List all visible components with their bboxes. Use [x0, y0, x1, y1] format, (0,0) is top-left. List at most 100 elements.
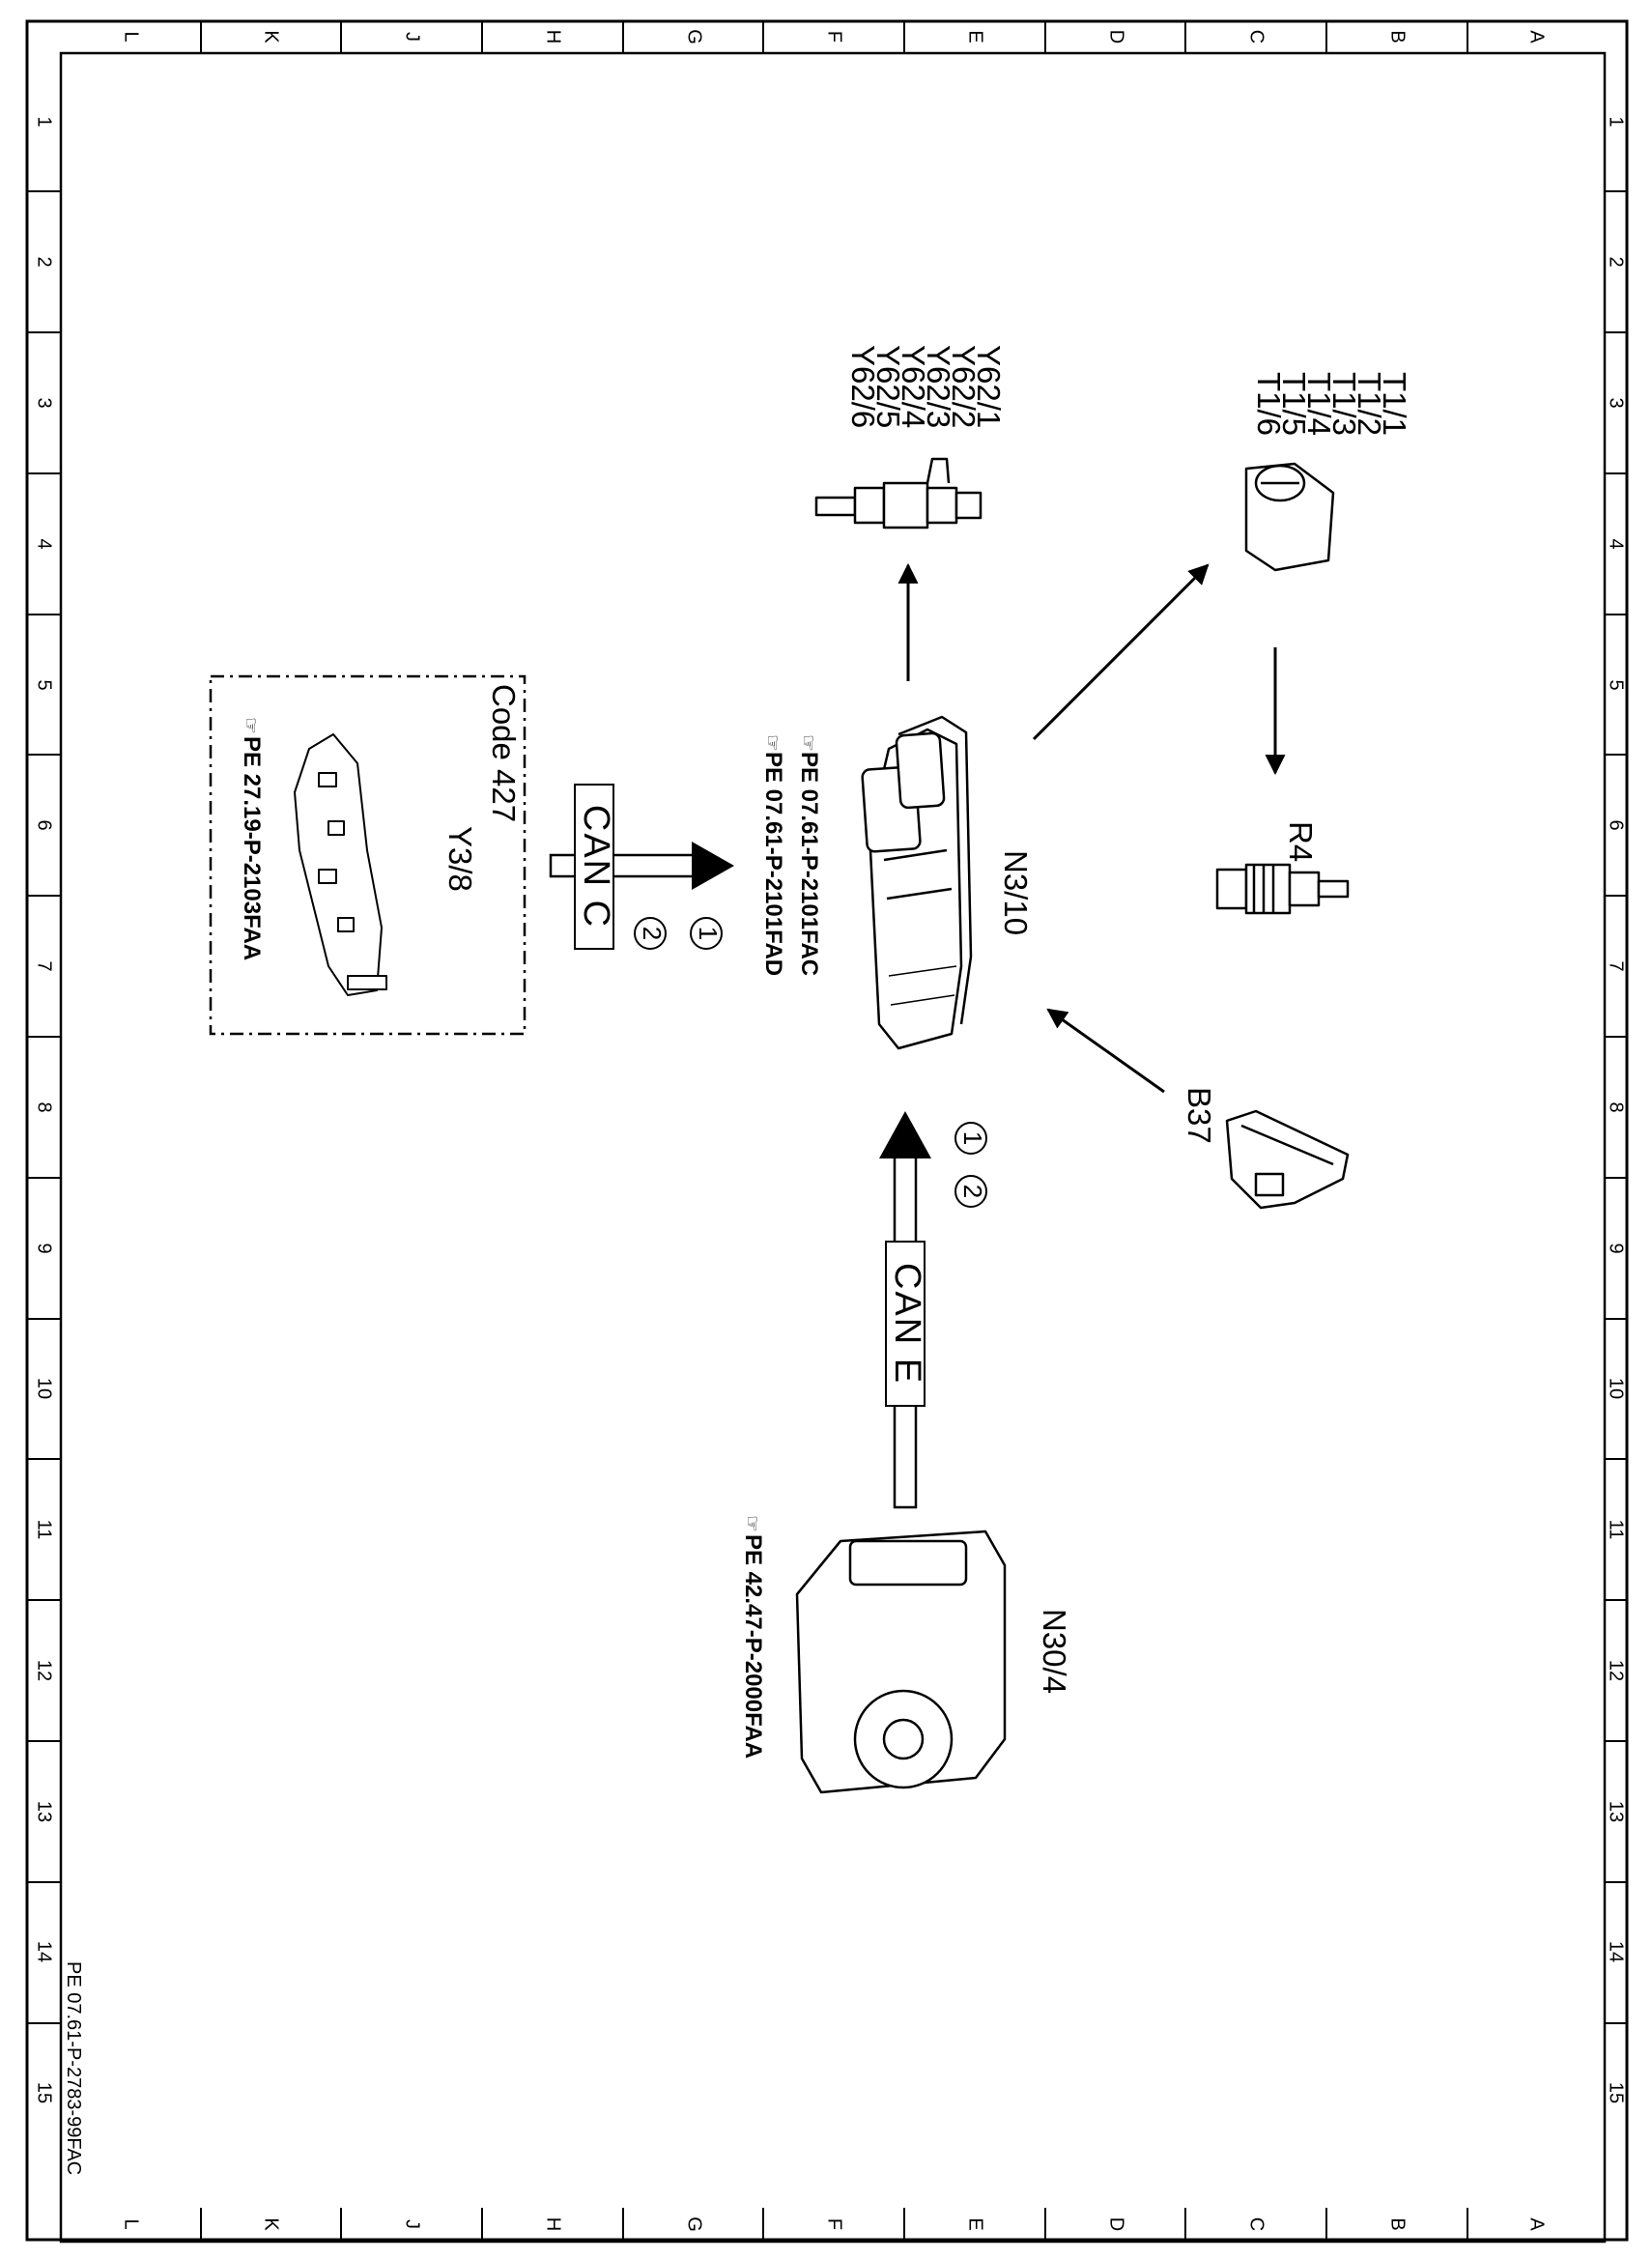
can-c-marker-2: 2: [638, 927, 667, 940]
grid-col-label: J: [402, 2219, 423, 2229]
y62-label-5: Y62/5: [870, 345, 906, 428]
t1-label-2: T1/2: [1352, 372, 1387, 436]
document-number: PE 07.61-P-2783-99FAC: [63, 1961, 84, 2175]
grid-row-label: 2: [1606, 256, 1627, 267]
ref-hand-icon: ☞: [240, 717, 261, 734]
row-labels-left: 1 2 3 4 5 6 7 8 9 10 11 12 13 14 15: [34, 116, 55, 2103]
grid-row-label: 5: [1606, 679, 1627, 690]
y62-label-3: Y62/3: [921, 345, 956, 428]
valve-body-icon: [294, 733, 387, 996]
y62-label-6: Y62/6: [845, 345, 881, 428]
r4-spark-plug: R4: [1215, 821, 1350, 915]
grid-row-label: 7: [34, 960, 55, 971]
grid-row-label: 8: [1606, 1101, 1627, 1112]
column-labels-bottom: L K J H G F E D C B A: [121, 2216, 1548, 2232]
can-e-marker-1: 1: [958, 1131, 987, 1145]
arrow-b37-to-n3-10: [1046, 1008, 1165, 1094]
grid-row-label: 14: [1606, 1941, 1627, 1962]
signal-arrows: [897, 562, 1286, 1094]
arrow-n3-10-to-t1: [1032, 563, 1210, 741]
grid-row-label: 6: [34, 819, 55, 830]
esp-unit-icon: [795, 1530, 1007, 1794]
can-c-label: CAN C: [576, 805, 616, 929]
grid-col-label: A: [1526, 30, 1548, 43]
grid-row-label: 7: [1606, 960, 1627, 971]
grid-col-label: B: [1387, 30, 1409, 43]
t1-label-3: T1/3: [1326, 372, 1362, 436]
grid-row-label: 12: [1606, 1660, 1627, 1681]
y62-fuel-injectors: Y62/1 Y62/2 Y62/3 Y62/4 Y62/5 Y62/6: [814, 345, 1007, 529]
grid-row-label: 14: [34, 1941, 55, 1962]
grid-row-label: 15: [1606, 2082, 1627, 2103]
can-e-bus: CAN E 1 2: [879, 1111, 987, 1509]
grid-col-label: H: [543, 30, 564, 43]
n30-4-label: N30/4: [1037, 1609, 1072, 1694]
column-ticks: [200, 21, 1468, 2240]
grid-row-label: 10: [34, 1378, 55, 1399]
n30-4-ref: PE 42.47-P-2000FAA: [740, 1534, 766, 1759]
grid-col-label: K: [261, 2217, 282, 2231]
grid-row-label: 4: [34, 538, 55, 549]
grid-col-label: G: [684, 29, 705, 44]
ref-hand-icon: ☞: [761, 734, 783, 752]
grid-row-label: 11: [34, 1520, 55, 1540]
n3-10-label: N3/10: [998, 850, 1034, 935]
grid-row-label: 8: [34, 1101, 55, 1112]
can-e-label: CAN E: [887, 1263, 927, 1385]
can-e-marker-2: 2: [958, 1185, 987, 1198]
ref-hand-icon: ☞: [741, 1515, 762, 1532]
grid-col-label: L: [121, 2218, 142, 2229]
n3-10-control-unit: N3/10 PE 07.61-P-2101FAC PE 07.61-P-2101…: [760, 715, 1034, 1050]
grid-row-label: 12: [34, 1660, 55, 1681]
grid-col-label: G: [684, 2216, 705, 2232]
grid-col-label: D: [1106, 2217, 1127, 2231]
t1-ignition-coils: T1/1 T1/2 T1/3 T1/4 T1/5 T1/6: [1244, 372, 1412, 572]
ref-hand-icon: ☞: [797, 734, 818, 752]
b37-label: B37: [1182, 1087, 1217, 1144]
n30-4-esp-control-unit: N30/4 ☞ PE 42.47-P-2000FAA: [740, 1515, 1072, 1794]
grid-col-label: B: [1387, 2217, 1409, 2230]
injector-icon: [814, 457, 983, 529]
row-ticks: [27, 190, 1627, 2024]
can-c-marker-1: 1: [694, 927, 723, 940]
grid-row-label: 9: [34, 1243, 55, 1253]
row-labels-right: 1 2 3 4 5 6 7 8 9 10 11 12 13 14 15: [1606, 116, 1627, 2103]
grid-col-label: C: [1246, 30, 1267, 43]
y3-8-transmission-control: Code 427 Y3/8 ☞ PE 27.19-P-2103FAA: [209, 674, 527, 1036]
can-c-bus: CAN C 2 1: [549, 784, 734, 950]
ignition-coil-icon: [1244, 462, 1335, 572]
column-labels-top: L K J H G F E D C B A: [121, 29, 1548, 44]
grid-col-label: F: [824, 31, 845, 43]
t1-label-1: T1/1: [1377, 372, 1412, 436]
grid-col-label: E: [965, 2217, 986, 2230]
y62-label-4: Y62/4: [896, 345, 931, 428]
grid-col-label: F: [824, 2218, 845, 2230]
t1-label-5: T1/5: [1276, 372, 1312, 436]
grid-col-label: H: [543, 2217, 564, 2231]
grid-col-label: L: [121, 31, 142, 42]
t1-label-4: T1/4: [1301, 372, 1337, 436]
grid-row-label: 1: [34, 116, 55, 127]
grid-row-label: 11: [1606, 1520, 1627, 1540]
grid-col-label: A: [1526, 2217, 1548, 2231]
grid-row-label: 1: [1606, 116, 1627, 127]
grid-row-label: 3: [34, 397, 55, 408]
grid-row-label: 6: [1606, 819, 1627, 830]
grid-row-label: 9: [1606, 1243, 1627, 1253]
grid-row-label: 15: [34, 2082, 55, 2103]
ecu-drawing: [861, 715, 973, 1050]
grid-row-label: 13: [34, 1801, 55, 1822]
grid-col-label: K: [261, 30, 282, 43]
grid-col-label: E: [965, 30, 986, 43]
grid-row-label: 10: [1606, 1378, 1627, 1399]
y62-label-1: Y62/1: [971, 345, 1007, 428]
grid-col-label: D: [1106, 30, 1127, 43]
grid-row-label: 13: [1606, 1801, 1627, 1822]
grid-row-label: 3: [1606, 397, 1627, 408]
n3-10-ref-2: PE 07.61-P-2101FAD: [760, 752, 786, 976]
spark-plug-icon: [1215, 863, 1350, 915]
y3-8-ref: PE 27.19-P-2103FAA: [239, 736, 265, 960]
y3-8-code: Code 427: [486, 684, 522, 822]
r4-label: R4: [1283, 821, 1319, 862]
